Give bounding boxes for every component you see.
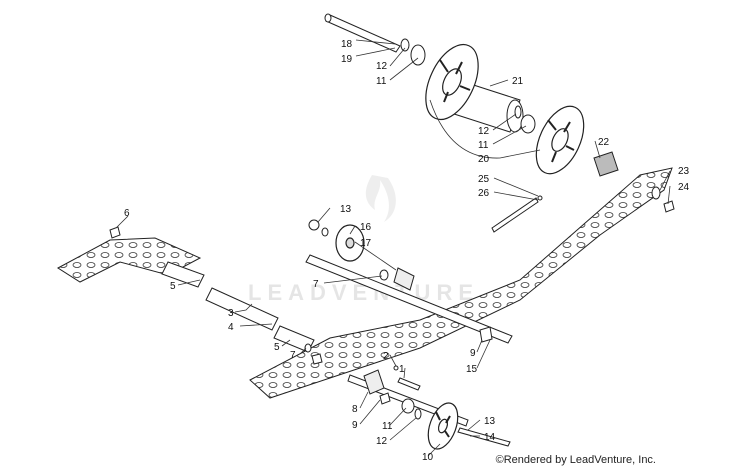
callout-10: 10 (422, 452, 434, 463)
callouts: 18 19 12 11 21 12 11 20 22 25 26 23 24 1… (124, 39, 690, 463)
callout-25: 25 (478, 174, 490, 185)
idler-wheel-lower (535, 105, 585, 175)
callout-9: 9 (470, 348, 476, 359)
callout-24: 24 (678, 182, 690, 193)
callout-19: 19 (341, 54, 353, 65)
copyright-credit: ©Rendered by LeadVenture, Inc. (495, 454, 656, 466)
upper-axle (324, 13, 401, 53)
callout-5: 5 (274, 342, 280, 353)
callout-23: 23 (678, 166, 690, 177)
callout-17: 17 (360, 238, 372, 249)
callout-8: 8 (352, 404, 358, 415)
callout-13: 13 (340, 204, 352, 215)
leader-lines (115, 39, 671, 457)
callout-14: 14 (484, 432, 496, 443)
callout-6: 6 (124, 208, 130, 219)
callout-1: 1 (399, 364, 405, 375)
callout-16: 16 (360, 222, 372, 233)
small-wheel-bottom (427, 402, 459, 450)
callout-13: 13 (484, 416, 496, 427)
callout-7: 7 (313, 279, 319, 290)
callout-5: 5 (170, 281, 176, 292)
callout-20: 20 (478, 154, 490, 165)
callout-22: 22 (598, 137, 610, 148)
callout-15: 15 (466, 364, 478, 375)
callout-18: 18 (341, 39, 353, 50)
small-wheel-mid (335, 224, 365, 262)
callout-4: 4 (228, 322, 234, 333)
callout-26: 26 (478, 188, 490, 199)
callout-11: 11 (382, 421, 393, 432)
callout-12: 12 (376, 61, 388, 72)
callout-7: 7 (290, 350, 296, 361)
hardware (109, 38, 675, 447)
callout-12: 12 (478, 126, 490, 137)
callout-2: 2 (383, 351, 389, 362)
callout-11: 11 (376, 76, 387, 87)
callout-12: 12 (376, 436, 388, 447)
callout-11: 11 (478, 140, 489, 151)
lower-shaft (305, 254, 513, 344)
callout-3: 3 (228, 308, 234, 319)
idler-wheel-upper (425, 43, 479, 121)
callout-9: 9 (352, 420, 358, 431)
callout-21: 21 (512, 76, 524, 87)
